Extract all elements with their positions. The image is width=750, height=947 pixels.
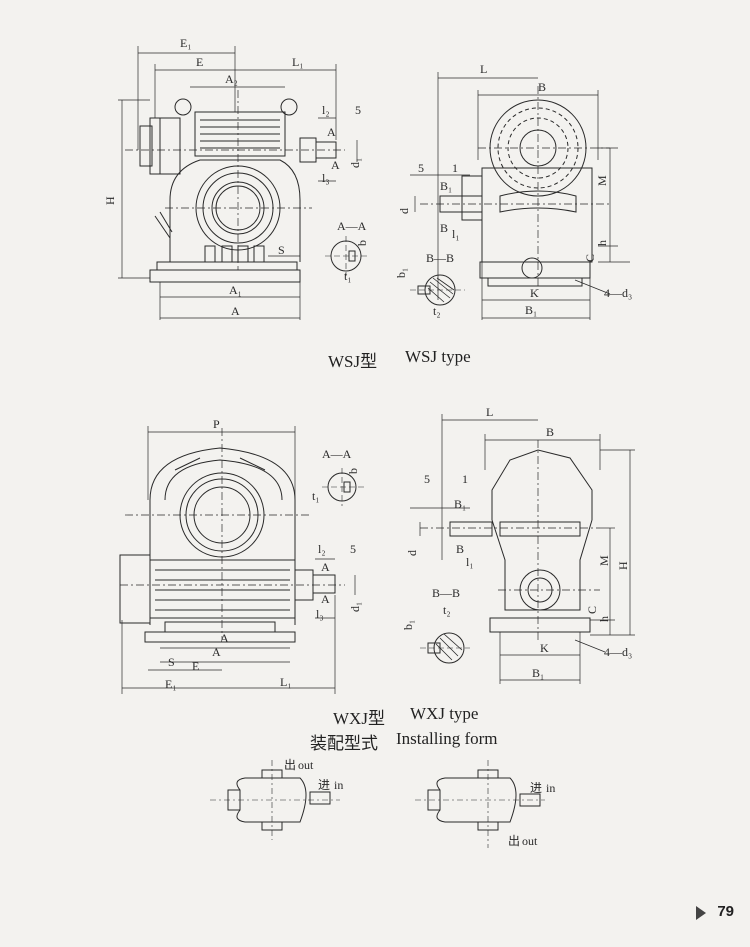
label-AA: A—A <box>322 447 352 461</box>
label-l3: l₃ <box>316 607 324 621</box>
label-5-side: 5 <box>424 472 430 486</box>
wxj-front-view <box>119 426 356 694</box>
wsj-caption-cn: WSJ型 <box>328 352 378 371</box>
label-out-left-cn: 出 <box>284 758 296 772</box>
label-A-top: A <box>220 631 229 645</box>
label-l1: l₁ <box>452 227 460 241</box>
label-5-side: 5 <box>418 161 424 175</box>
label-M: M <box>597 555 611 566</box>
label-in-left-en: in <box>334 778 343 792</box>
label-H: H <box>616 561 630 570</box>
label-AA: A—A <box>337 219 367 233</box>
wxj-labels: P A—A b t₁ l₂ 5 A A d₁ l₃ A S E A E₁ L₁ … <box>165 405 632 691</box>
label-K: K <box>530 286 539 300</box>
label-A-lower: A <box>331 158 340 172</box>
label-A-mid: A <box>212 645 221 659</box>
label-t1: t₁ <box>312 489 320 503</box>
label-E: E <box>192 659 199 673</box>
label-b1: b₁ <box>394 268 408 278</box>
label-h: h <box>595 240 609 246</box>
label-L: L <box>486 405 493 419</box>
label-P: P <box>213 417 220 431</box>
label-M: M <box>595 175 609 186</box>
label-out-right-en: out <box>522 834 538 848</box>
wxj-caption-en: WXJ type <box>410 704 479 723</box>
label-t2: t₂ <box>443 603 451 617</box>
label-l2: l₂ <box>322 103 330 117</box>
page-arrow-icon <box>696 906 706 920</box>
label-t2: t₂ <box>433 304 441 318</box>
label-BB: B—B <box>426 251 454 265</box>
wsj-section-aa <box>325 236 370 276</box>
label-d1: d₁ <box>348 158 362 168</box>
label-E1: E₁ <box>180 36 192 50</box>
label-L: L <box>480 62 487 76</box>
label-B1-small: B₁ <box>454 497 466 511</box>
label-C: C <box>585 606 599 614</box>
label-S: S <box>278 243 285 257</box>
label-4-d3: 4—d₃ <box>604 286 632 300</box>
label-d1: d₁ <box>348 602 362 612</box>
label-E1: E₁ <box>165 677 177 691</box>
label-in-left-cn: 进 <box>318 778 330 792</box>
page-number-text: 79 <box>717 903 734 920</box>
page-number: 79 <box>674 902 734 924</box>
label-A: A <box>321 560 330 574</box>
label-A-bottom: A <box>231 304 240 318</box>
label-t1: t₁ <box>344 269 352 283</box>
label-B-shaft: B <box>456 542 464 556</box>
label-l3: l₃ <box>322 171 330 185</box>
label-A: A <box>327 125 336 139</box>
label-K: K <box>540 641 549 655</box>
installing-caption-cn: 装配型式 <box>310 734 378 753</box>
label-in-right-en: in <box>546 781 555 795</box>
wxj-caption-cn: WXJ型 <box>333 709 385 728</box>
label-BB: B—B <box>432 586 460 600</box>
label-B1: B₁ <box>532 666 544 680</box>
wsj-caption-en: WSJ type <box>405 347 471 366</box>
label-out-right-cn: 出 <box>508 834 520 848</box>
wxj-section-aa <box>322 468 366 506</box>
label-l1: l₁ <box>466 555 474 569</box>
label-B-shaft: B <box>440 221 448 235</box>
label-1: 1 <box>462 472 468 486</box>
label-A1: A₁ <box>229 283 242 297</box>
label-B: B <box>546 425 554 439</box>
label-d: d <box>405 550 419 556</box>
wsj-side-view <box>410 72 630 320</box>
label-S: S <box>168 655 175 669</box>
label-B: B <box>538 80 546 94</box>
installing-caption-en: Installing form <box>396 729 498 748</box>
install-form-left <box>210 760 340 840</box>
label-H: H <box>103 196 117 205</box>
label-b1: b₁ <box>401 620 415 630</box>
label-h: h <box>597 616 611 622</box>
label-in-right-cn: 进 <box>530 781 542 795</box>
label-out-left-en: out <box>298 758 314 772</box>
label-b: b <box>355 240 369 246</box>
label-B1-small: B₁ <box>440 179 452 193</box>
label-l2: l₂ <box>318 542 326 556</box>
wsj-section-bb <box>410 274 465 306</box>
wxj-section-bb <box>420 632 470 664</box>
label-L1: L₁ <box>292 55 304 69</box>
label-5: 5 <box>355 103 361 117</box>
wxj-side-view <box>410 414 635 684</box>
label-1: 1 <box>452 161 458 175</box>
label-b: b <box>346 468 360 474</box>
label-L1: L₁ <box>280 675 292 689</box>
label-C: C <box>583 254 597 262</box>
label-A2: A₂ <box>225 72 238 86</box>
install-labels: 出 out 进 in 进 in 出 out <box>284 758 555 848</box>
label-E: E <box>196 55 203 69</box>
label-5: 5 <box>350 542 356 556</box>
label-d: d <box>397 208 411 214</box>
label-B1: B₁ <box>525 303 537 317</box>
wsj-labels: E₁ E L₁ A₂ l₂ 5 A A d₁ l₃ H S A—A b t₁ A… <box>103 36 632 318</box>
install-form-right <box>415 760 545 848</box>
label-4-d3: 4—d₃ <box>604 645 632 659</box>
label-A-lower: A <box>321 592 330 606</box>
wsj-front-view <box>118 46 358 320</box>
